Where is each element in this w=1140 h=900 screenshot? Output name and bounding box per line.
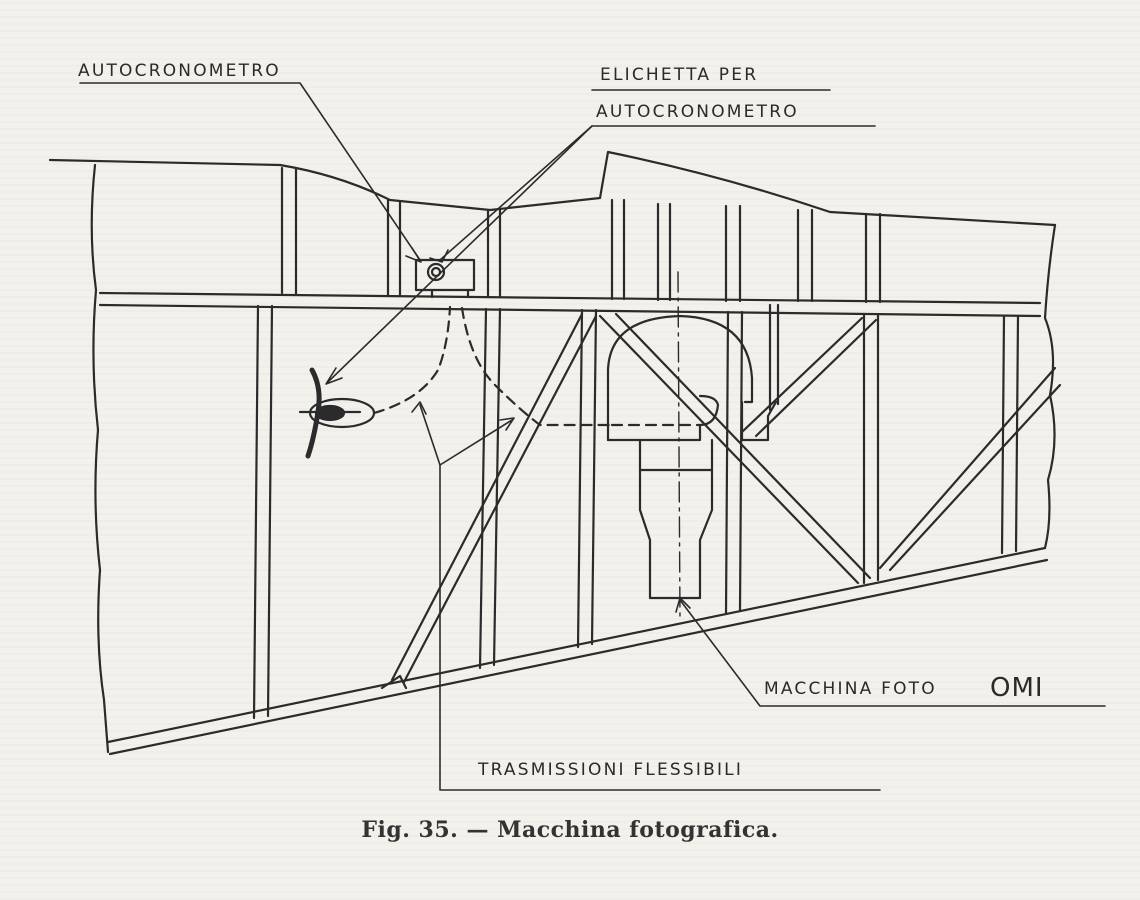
camera-omi xyxy=(606,271,778,621)
caption-title: Macchina fotografica. xyxy=(497,817,779,843)
fuselage-outline xyxy=(48,150,1057,756)
label-trasmissioni: TRASMISSIONI FLESSIBILI xyxy=(477,760,743,780)
figure-caption: Fig. 35. — Macchina fotografica. xyxy=(0,817,1140,843)
caption-dash: — xyxy=(466,817,489,843)
label-elichetta-line1: ELICHETTA PER xyxy=(600,65,758,85)
upper-longeron xyxy=(98,291,1042,318)
flexible-transmissions xyxy=(372,305,702,427)
leader-lines xyxy=(79,82,1106,791)
label-autocronometro: AUTOCRONOMETRO xyxy=(78,61,281,81)
label-macchina-foto: MACCHINA FOTO xyxy=(764,679,937,699)
autocronometro-box xyxy=(414,258,476,299)
label-omi: OMI xyxy=(990,673,1044,703)
label-elichetta-line2: AUTOCRONOMETRO xyxy=(596,102,799,122)
caption-fig-number: Fig. 35. xyxy=(361,817,459,843)
struts xyxy=(252,166,1020,720)
propeller-elichetta xyxy=(298,367,376,459)
diagonal-braces xyxy=(380,312,1062,690)
